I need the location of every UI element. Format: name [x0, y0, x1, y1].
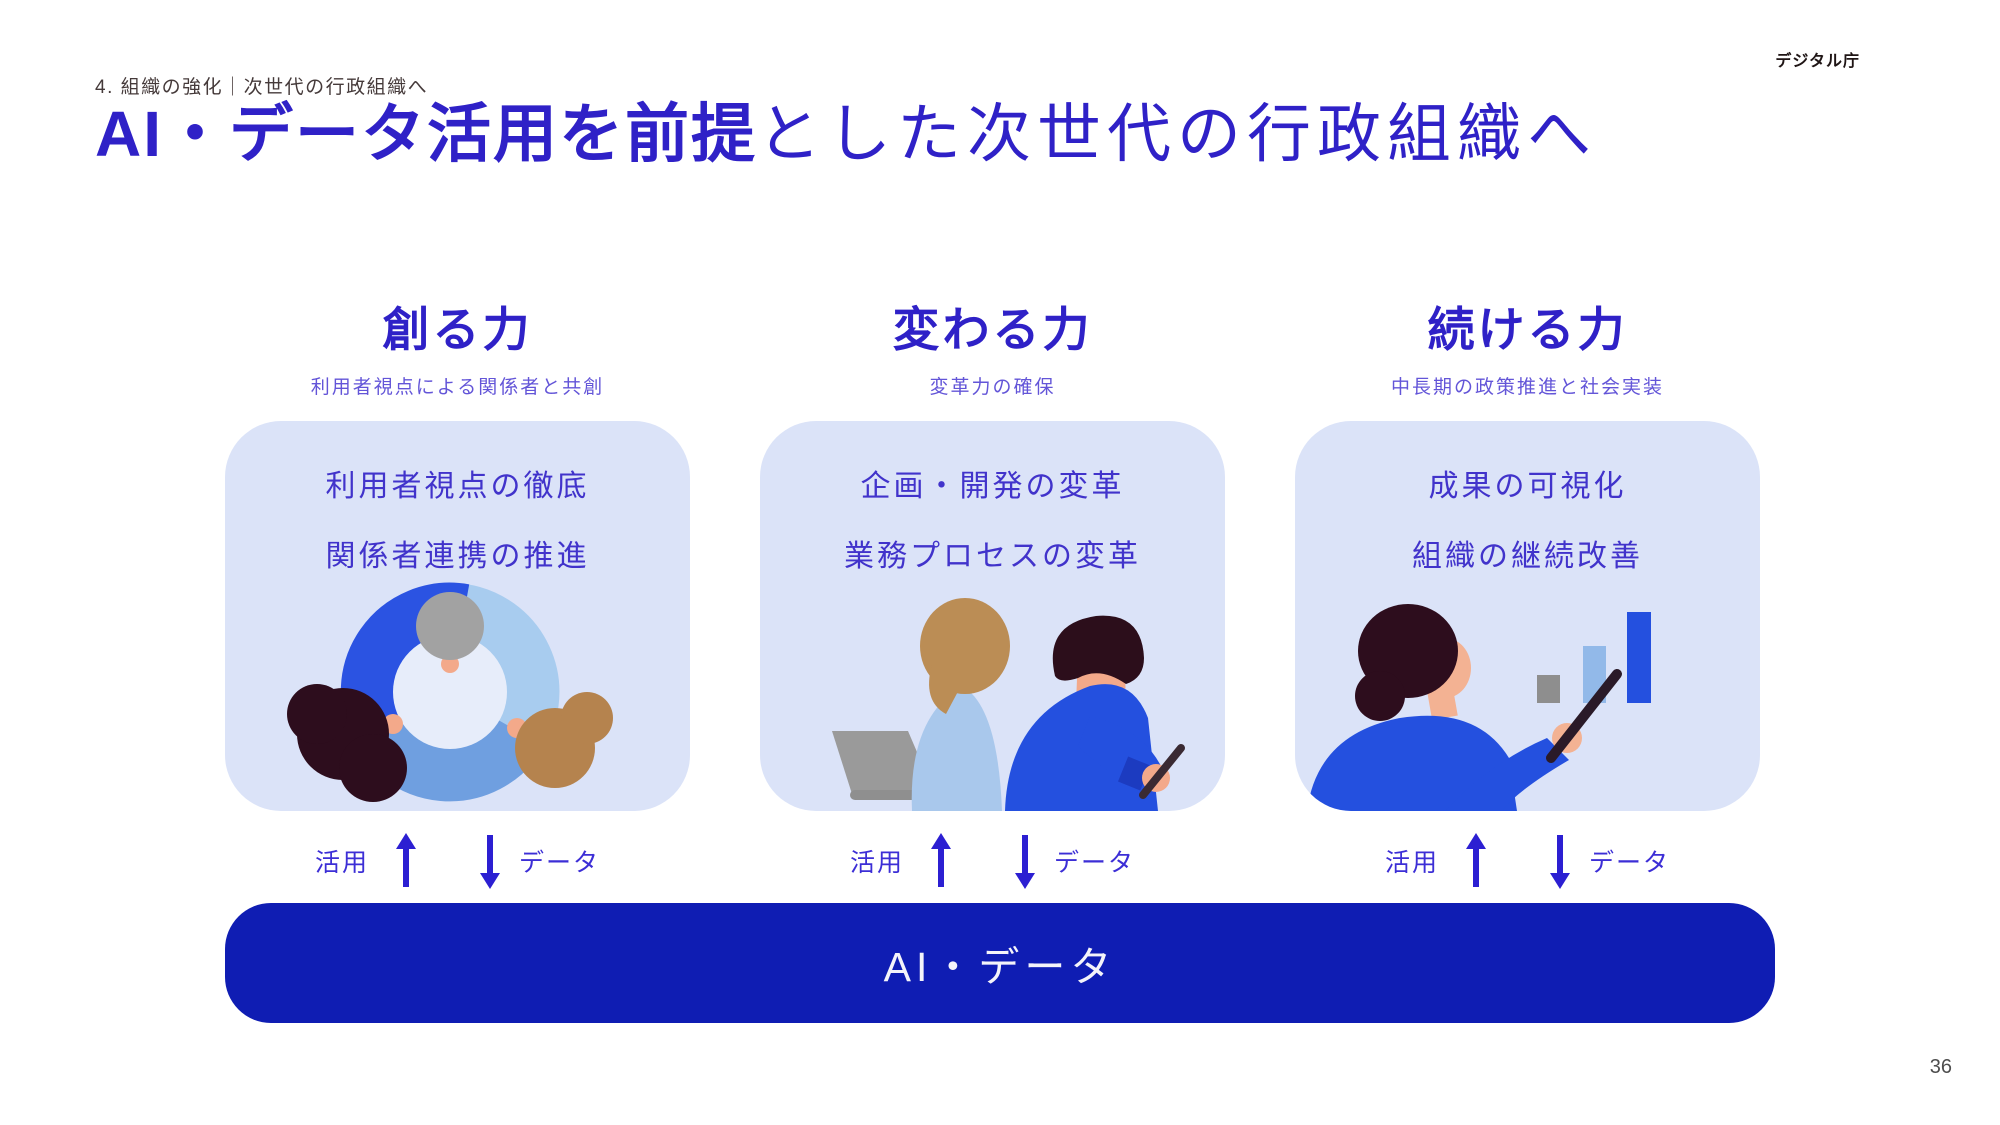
pillar-sustain: 続ける力 中長期の政策推進と社会実装 成果の可視化 組織の継続改善 [1295, 302, 1760, 891]
page-title-emphasis: AI・データ活用を前提 [95, 98, 757, 170]
flow-up-label: 活用 [1384, 849, 1439, 878]
pillar-subtitle: 利用者視点による関係者と共創 [310, 377, 605, 399]
person-presenter [1307, 604, 1622, 812]
up-arrow-icon [395, 833, 417, 889]
flow-down-label: データ [1589, 849, 1671, 878]
pillar-heading: 創る力 [382, 303, 533, 356]
pillar-subtitle: 変革力の確保 [929, 377, 1056, 399]
pillar-change: 変わる力 変革力の確保 企画・開発の変革 業務プロセスの変革 [760, 302, 1225, 891]
pen-shape [1139, 744, 1185, 800]
data-flow-row: 活用 データ [315, 831, 600, 891]
agency-logo: デジタル庁 [1775, 53, 1860, 70]
card-item: 企画・開発の変革 [860, 470, 1125, 504]
bar-chart-illustration [1307, 604, 1651, 812]
card-item: 関係者連携の推進 [325, 540, 590, 574]
flow-down-label: データ [519, 849, 601, 878]
pillar-card: 成果の可視化 組織の継続改善 [1295, 421, 1760, 812]
person-brown-hair [507, 692, 613, 789]
laptop-work-illustration [832, 598, 1185, 812]
table-shape [393, 635, 507, 750]
breadcrumb: 4. 組織の強化｜次世代の行政組織へ [95, 77, 429, 98]
up-arrow-icon [1465, 833, 1487, 889]
page-title: AI・データ活用を前提とした次世代の行政組織へ [95, 98, 1597, 172]
card-item: 組織の継続改善 [1412, 540, 1643, 574]
person-bright-blue-shirt [1005, 616, 1185, 812]
pillar-heading: 変わる力 [892, 303, 1093, 356]
pointer-stick-shape [1546, 669, 1622, 764]
data-flow-row: 活用 データ [1385, 831, 1670, 891]
up-arrow-icon [930, 833, 952, 889]
collaboration-illustration [287, 583, 613, 803]
pillar-create: 創る力 利用者視点による関係者と共創 利用者視点の徹底 関係者連携の推進 [225, 302, 690, 891]
foundation-label: AI・データ [883, 944, 1117, 990]
person-dark-hair [287, 684, 407, 803]
pillar-subtitle: 中長期の政策推進と社会実装 [1390, 377, 1664, 399]
card-item: 成果の可視化 [1428, 470, 1627, 504]
page-title-rest: とした次世代の行政組織へ [757, 98, 1597, 170]
down-arrow-icon [479, 833, 501, 889]
flow-up-label: 活用 [314, 849, 369, 878]
flow-down-label: データ [1054, 849, 1136, 878]
card-item: 利用者視点の徹底 [325, 470, 590, 504]
flow-up-label: 活用 [849, 849, 904, 878]
data-flow-row: 活用 データ [850, 831, 1135, 891]
down-arrow-icon [1549, 833, 1571, 889]
pillar-card: 利用者視点の徹底 関係者連携の推進 [225, 421, 690, 812]
person-light-blue-shirt [911, 598, 1010, 812]
page-number: 36 [1929, 1056, 1952, 1078]
pillar-heading: 続ける力 [1427, 303, 1628, 356]
down-arrow-icon [1014, 833, 1036, 889]
foundation-bar: AI・データ [225, 903, 1775, 1023]
person-gray-hair [416, 592, 484, 674]
bar-chart-bars [1537, 612, 1651, 704]
pillar-card: 企画・開発の変革 業務プロセスの変革 [760, 421, 1225, 812]
card-item: 業務プロセスの変革 [844, 540, 1141, 574]
